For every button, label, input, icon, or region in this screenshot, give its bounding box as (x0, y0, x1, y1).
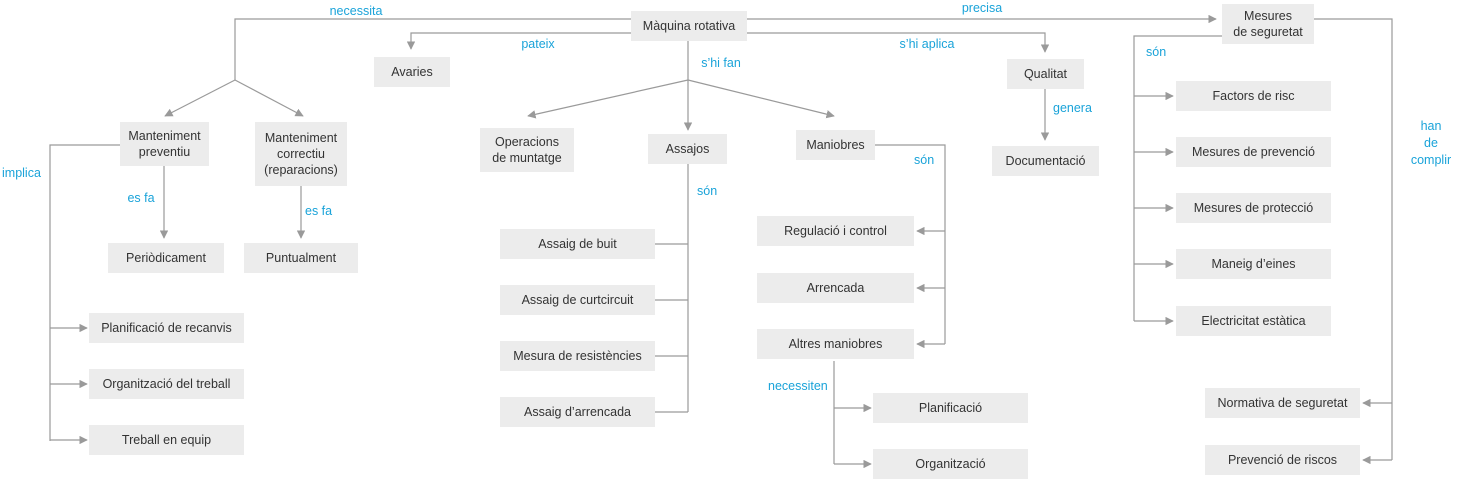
node-mesures-seguretat: Mesures de seguretat (1222, 4, 1314, 44)
node-regulacio-control: Regulació i control (757, 216, 914, 246)
edge-to-operacions (527, 79, 689, 119)
edge-pateix (406, 32, 631, 50)
edge-shi-aplica (747, 32, 1050, 53)
link-es-fa-preventiu: es fa (127, 191, 155, 205)
edge-seguretat-son (1133, 35, 1222, 321)
node-normativa-seguretat: Normativa de seguretat (1205, 388, 1360, 418)
node-factors-risc: Factors de risc (1176, 81, 1331, 111)
link-implica: implica (2, 166, 41, 180)
edge-maniobres-son (875, 144, 946, 344)
node-prevencio-riscos: Prevenció de riscos (1205, 445, 1360, 475)
edge-necessita (234, 18, 631, 80)
link-son-assajos: són (697, 184, 718, 198)
node-maneig-eines: Maneig d’eines (1176, 249, 1331, 279)
link-necessita: necessita (329, 4, 383, 18)
node-puntualment: Puntualment (244, 243, 358, 273)
link-son-seguretat: són (1146, 45, 1167, 59)
node-maniobres: Maniobres (796, 130, 875, 160)
link-necessiten: necessiten (768, 379, 828, 393)
node-mesura-resistencies: Mesura de resistències (500, 341, 655, 371)
node-assaig-buit: Assaig de buit (500, 229, 655, 259)
link-genera: genera (1053, 101, 1092, 115)
node-manteniment-correctiu: Manteniment correctiu (reparacions) (255, 122, 347, 186)
node-planificacio-recanvis: Planificació de recanvis (89, 313, 244, 343)
node-electricitat-estatica: Electricitat estàtica (1176, 306, 1331, 336)
link-es-fa-correctiu: es fa (305, 204, 333, 218)
node-operacions-muntatge: Operacions de muntatge (480, 128, 574, 172)
link-pateix: pateix (521, 37, 555, 51)
link-shi-fan: s’hi fan (701, 56, 741, 70)
edge-to-preventiu (164, 79, 236, 117)
node-documentacio: Documentació (992, 146, 1099, 176)
node-planificacio: Planificació (873, 393, 1028, 423)
link-precisa: precisa (961, 1, 1003, 15)
edge-to-maniobres (687, 79, 835, 119)
node-periodicament: Periòdicament (108, 243, 224, 273)
node-arrencada: Arrencada (757, 273, 914, 303)
link-shi-aplica: s’hi aplica (899, 37, 955, 51)
link-son-maniobres: són (914, 153, 935, 167)
node-organitzacio: Organització (873, 449, 1028, 479)
node-maquina-rotativa: Màquina rotativa (631, 11, 747, 41)
node-qualitat: Qualitat (1007, 59, 1084, 89)
edge-implica (49, 144, 120, 441)
node-assajos: Assajos (648, 134, 727, 164)
node-mesures-proteccio: Mesures de protecció (1176, 193, 1331, 223)
link-han-de-complir: han de complir (1410, 119, 1452, 167)
node-avaries: Avaries (374, 57, 450, 87)
node-assaig-curtcircuit: Assaig de curtcircuit (500, 285, 655, 315)
node-manteniment-preventiu: Manteniment preventiu (120, 122, 209, 166)
node-altres-maniobres: Altres maniobres (757, 329, 914, 359)
edge-to-correctiu (234, 79, 304, 117)
edge-han-de-complir (1314, 18, 1393, 460)
node-organitzacio-treball: Organització del treball (89, 369, 244, 399)
node-assaig-arrencada: Assaig d’arrencada (500, 397, 655, 427)
node-treball-equip: Treball en equip (89, 425, 244, 455)
node-mesures-prevencio: Mesures de prevenció (1176, 137, 1331, 167)
